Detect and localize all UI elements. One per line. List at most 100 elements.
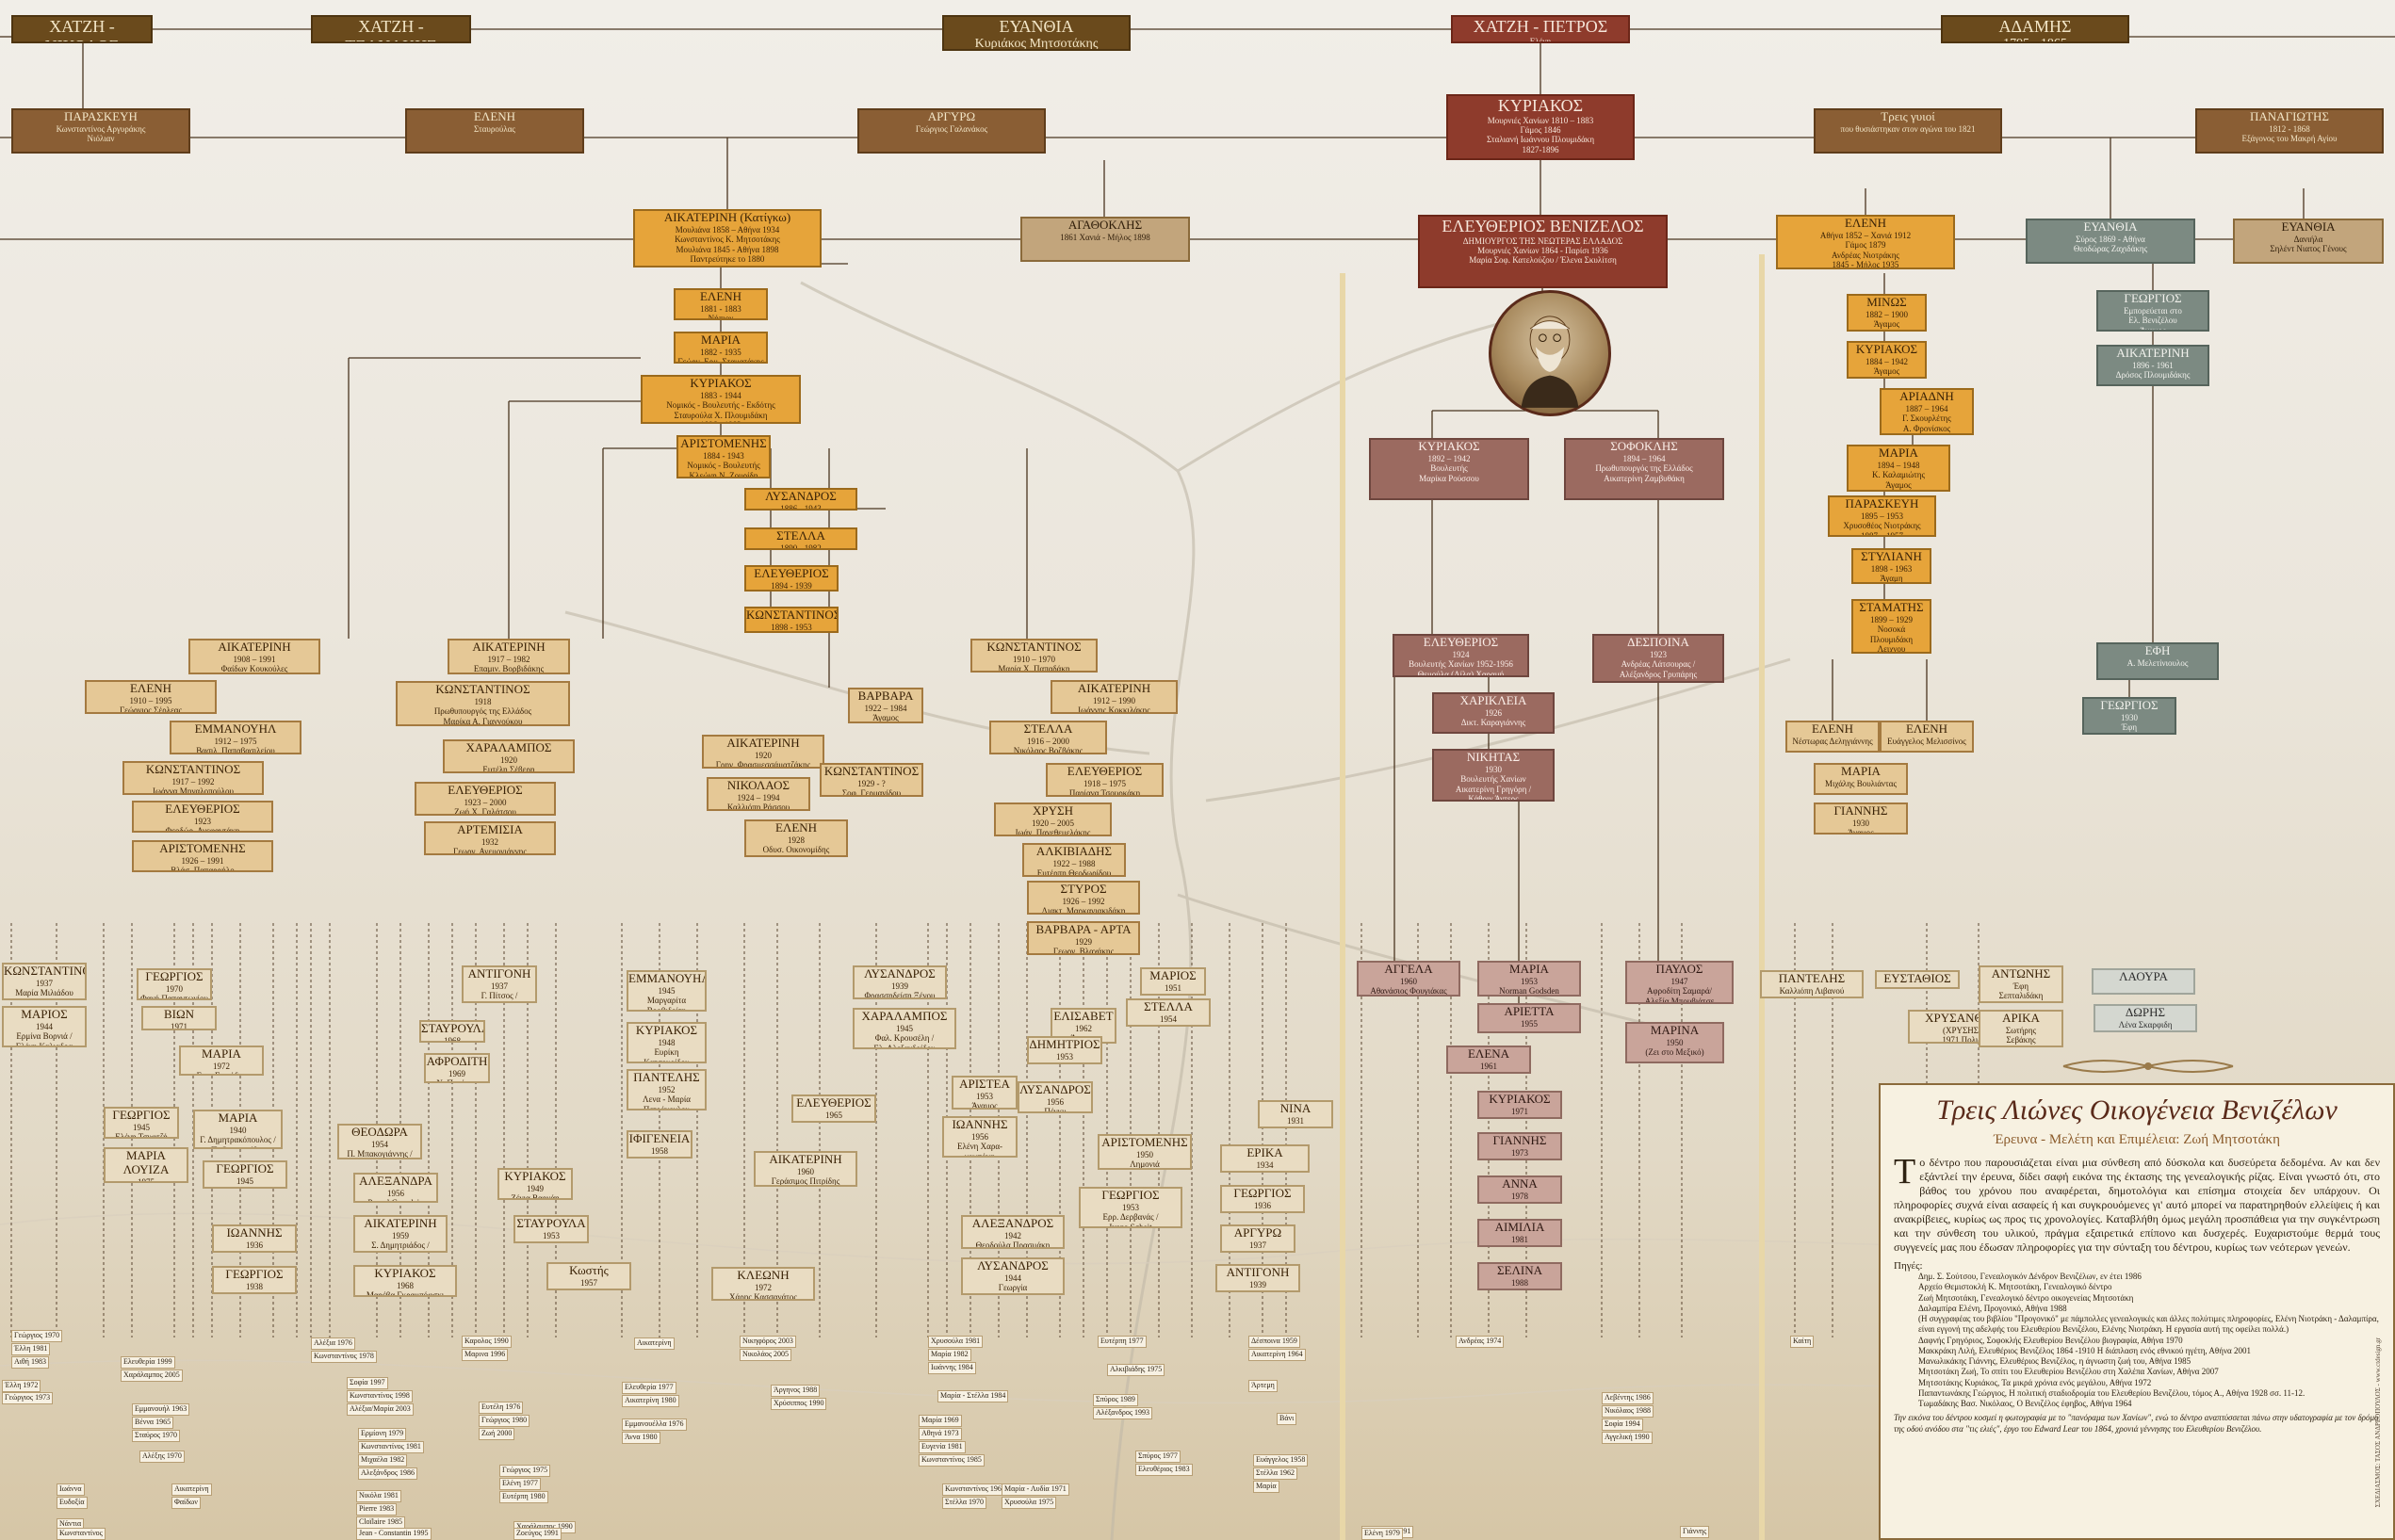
person-name: ΕΛΕΝΗ <box>87 682 215 696</box>
person-detail: Ελένη Τσυφτζή <box>106 1132 177 1139</box>
person-detail: Ανδρέας Λάτσουρας / <box>1594 659 1722 669</box>
person-detail: 1958 <box>628 1146 691 1156</box>
person-detail: Καλλιόπη Λιβανού <box>1762 986 1862 996</box>
descendant-note: Ιωάννης 1984 <box>928 1362 976 1374</box>
person-detail: 1916 – 2000 <box>991 737 1105 746</box>
person-detail: 1896 - 1961 <box>2098 361 2208 370</box>
person-node: ΓΕΩΡΓΙΟΣ1945Λία Τσαπατίδου <box>203 1160 287 1189</box>
person-name: ΕΛΕΝΗ <box>1882 722 1972 737</box>
person-node: ΛΑΟΥΡΑ <box>2092 968 2195 995</box>
person-node: ΕΜΜΑΝΟΥΗΛ1912 – 1975Βασιλ. Παπαβασιλείου <box>170 721 301 754</box>
source-item: Αρχείο Θεμιστοκλή Κ. Μητσοτάκη, Γενεαλογ… <box>1918 1282 2380 1292</box>
person-detail: 1883 - 1944 <box>643 391 799 400</box>
person-name: ΝΙΚΗΤΑΣ <box>1434 751 1553 765</box>
person-node: ΕΛΕΥΘΕΡΙΟΣ1965 <box>791 1094 876 1123</box>
person-node: ΠΑΡΑΣΚΕΥΗ1895 – 1953Χρυσοθέος Νιοτράκης1… <box>1828 495 1936 537</box>
descendant-note: Ζοεύγος 1991 <box>513 1528 562 1540</box>
person-name: ΓΕΩΡΓΙΟΣ <box>2084 699 2175 713</box>
descendant-note: Καίτη <box>1790 1336 1814 1348</box>
person-node: ΣΤΥΛΙΑΝΗ1898 - 1963Άγαμη <box>1851 548 1931 584</box>
person-detail: Πετράκογλου <box>628 1105 705 1110</box>
source-item: Μητσοτάκη Ζωή, Το σπίτι του Ελευθερίου Β… <box>1918 1367 2380 1377</box>
person-detail: 1884 - 1943 <box>678 451 769 461</box>
person-node: ΑΓΓΕΛΑ1960Αθανάσιος Φουγιάκας <box>1357 961 1460 997</box>
person-node: ΜΑΡΙΑ1882 - 1935Γεώργ. Ερμ. Σταματάκης <box>674 332 768 364</box>
person-name: ΑΦΡΟΔΙΤΗ <box>426 1055 488 1069</box>
person-node: ΑΡΙΕΤΤΑ1955 <box>1477 1003 1581 1033</box>
person-node: ΑΙΚΑΤΕΡΙΝΗ1896 - 1961Δρόσος Πλουμιδάκης <box>2096 345 2209 386</box>
person-detail: Πλουμιδάκη <box>1853 635 1930 644</box>
person-detail: 1930 <box>1816 819 1906 828</box>
descendant-note: Ιωάννα <box>57 1483 85 1496</box>
person-name: ΑΙΚΑΤΕΡΙΝΗ <box>704 737 823 751</box>
person-detail: Νήπιον <box>676 314 766 320</box>
person-detail: Γεωργία <box>963 1283 1063 1292</box>
person-detail: Μαρίκα Ρούσσου <box>1371 474 1527 483</box>
person-detail: Π. Αγγελίδης <box>1222 1170 1308 1173</box>
person-detail: Γάμος 1879 <box>1778 240 1953 250</box>
person-detail: Αλέξανδρος Γρυπάρης <box>1594 670 1722 679</box>
person-detail: Άγαμος <box>1849 319 1925 329</box>
person-name: ΕΥΑΝΘΙΑ <box>2235 220 2382 235</box>
person-detail: 1881 - 1883 <box>676 304 766 314</box>
descendant-note: Κωνσταντίνος <box>57 1528 106 1540</box>
person-node: ΧΑΤΖΗ - ΤΖΑΝΑΚΗΣ(Ιωάννης) <box>311 15 471 43</box>
person-node: ΕΛΕΝΗΑθήνα 1852 – Χανιά 1912Γάμος 1879Αν… <box>1776 215 1955 269</box>
person-node: ΜΑΡΙΟΣ1944Ερμίνα Βορνιά /Ελένη Καλιαδρα <box>2 1006 87 1047</box>
person-node: ΚΥΡΙΑΚΟΣ1883 - 1944Νομικός - Βουλευτής -… <box>641 375 801 424</box>
person-detail: Σταλιανή Ιωάννου Πλουμιδάκη <box>1448 135 1633 144</box>
person-name: ΣΤΕΛΛΑ <box>746 529 855 543</box>
person-name: ΑΙΚΑΤΕΡΙΝΗ (Κατίγκω) <box>635 211 820 225</box>
person-detail: Οδυσ. Οικονομίδης <box>746 845 846 854</box>
person-detail: Σηλέντ Νιατος Γένους <box>2235 244 2382 253</box>
person-name: ΕΛΕΝΗ <box>1787 722 1878 737</box>
person-name: ΧΑΡΑΛΑΜΠΟΣ <box>855 1010 954 1024</box>
person-detail: Εύα Σενούζ <box>214 1291 295 1294</box>
person-detail: 1953 <box>1479 977 1579 986</box>
person-node: ΘΕΟΔΩΡΑ1954Π. Μπακογιάννης /Ιω. Κοΐβιλος <box>337 1124 422 1159</box>
person-node: ΠΑΝΤΕΛΗΣΚαλλιόπη Λιβανού <box>1760 970 1864 998</box>
person-detail: 1894 – 1964 <box>1566 454 1722 463</box>
person-node: ΚΥΡΙΑΚΟΣΜουρνιές Χανίων 1810 – 1883Γάμος… <box>1446 94 1635 160</box>
person-name: ΑΡΙΣΤΟΜΕΝΗΣ <box>1100 1136 1190 1150</box>
person-detail: 1962 <box>1052 1024 1115 1033</box>
descendant-note: Ευτέλη 1976 <box>479 1402 523 1414</box>
person-name: ΕΛΕΝΑ <box>1448 1047 1529 1062</box>
source-item: Δημ. Σ. Σούτσου, Γενεαλογικόν Δένδρον Βε… <box>1918 1272 2380 1282</box>
person-detail: Νομικός - Βουλευτής - Εκδότης <box>643 400 799 410</box>
descendant-note: Ευδοξία <box>57 1497 88 1509</box>
person-detail: 1929 <box>1029 937 1138 947</box>
person-detail: 1971 <box>143 1022 215 1030</box>
person-detail: 1899 – 1929 <box>1853 615 1930 624</box>
person-name: ΕΛΕΝΗ <box>746 821 846 835</box>
descendant-note: Μαρία <box>1253 1481 1279 1493</box>
descendant-note: Αθηνά 1973 <box>919 1428 962 1440</box>
person-detail: 1861 Χανιά - Μήλος 1898 <box>1022 233 1188 242</box>
person-node: ΔΩΡΗΣΛένα Σκαρφιδη <box>2094 1004 2197 1032</box>
descendant-note: Αικατερίνη <box>171 1483 212 1496</box>
descendant-note: Σοφία 1997 <box>347 1377 388 1389</box>
person-detail: 1882 - 1935 <box>676 348 766 357</box>
person-name: ΓΕΩΡΓΙΟΣ <box>214 1268 295 1282</box>
person-name: ΑΓΑΘΟΚΛΗΣ <box>1022 219 1188 233</box>
person-name: ΕΛΕΝΗ <box>676 290 766 304</box>
person-node: ΚΩΝΣΤΑΝΤΙΝΟΣ1917 – 1992Ιωάννα Μηναλοπούλ… <box>122 761 264 795</box>
person-detail: Γ. Πίτσος / <box>464 991 535 1000</box>
person-name: ΝΙΚΟΛΑΟΣ <box>709 779 808 793</box>
person-detail: Άγαμος <box>1849 366 1925 376</box>
descendant-note: Βάνι <box>1277 1413 1296 1425</box>
person-name: ΑΡΙΚΑ <box>1980 1012 2061 1026</box>
person-detail: Πάσσων Τένος <box>464 1001 535 1003</box>
person-name: ΕΛΕΥΘΕΡΙΟΣ <box>793 1096 874 1110</box>
person-name: ΙΩΑΝΝΗΣ <box>214 1226 295 1240</box>
person-detail: 1953 <box>1081 1203 1181 1212</box>
person-detail: Ν. Περάκης <box>426 1078 488 1083</box>
person-detail: 1965 <box>793 1110 874 1120</box>
person-detail: 1923 <box>134 817 271 826</box>
person-node: ΔΕΣΠΟΙΝΑ1923Ανδρέας Λάτσουρας /Αλέξανδρο… <box>1592 634 1724 683</box>
